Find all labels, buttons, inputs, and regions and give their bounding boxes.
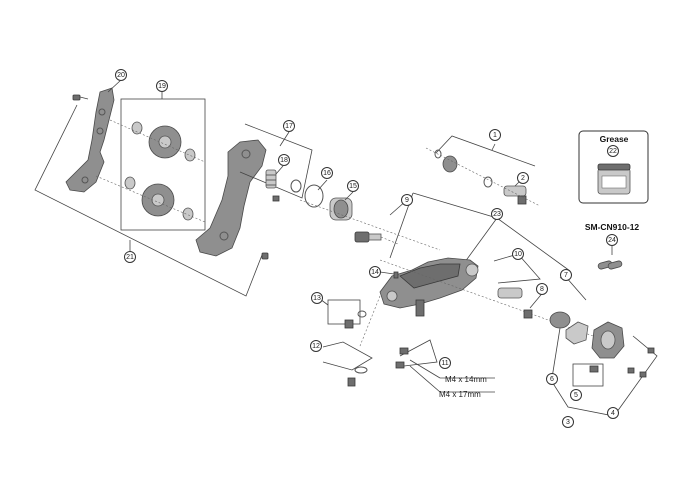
bracket-21	[34, 104, 263, 297]
pulley-box	[120, 98, 206, 231]
callout-5: 5	[570, 389, 582, 401]
callout-8: 8	[536, 283, 548, 295]
callout-number: 8	[540, 286, 544, 293]
grease-box: Grease	[578, 130, 649, 204]
callout-18: 18	[278, 154, 290, 166]
callout-22: 22	[607, 145, 619, 157]
axle-parts	[425, 147, 541, 207]
callout-2: 2	[517, 172, 529, 184]
cage-washer	[290, 179, 302, 193]
callout-number: 9	[405, 197, 409, 204]
callout-20: 20	[115, 69, 127, 81]
clutch-unit	[523, 309, 589, 345]
bolt-12	[322, 341, 373, 387]
cage-bolt-top	[72, 94, 89, 101]
bracket-1	[435, 135, 536, 167]
outer-cage-plate	[65, 87, 115, 193]
callout-19: 19	[156, 80, 168, 92]
callout-9: 9	[401, 194, 413, 206]
bracket-5	[572, 363, 604, 387]
callout-23: 23	[491, 208, 503, 220]
bolt-length-17mm: M4 x 17mm	[439, 390, 481, 399]
callout-10: 10	[512, 248, 524, 260]
callout-13: 13	[311, 292, 323, 304]
callout-number: 10	[514, 251, 522, 258]
bracket-10	[493, 253, 541, 284]
callout-number: 6	[550, 376, 554, 383]
limit-screw-14	[393, 271, 399, 279]
callout-21: 21	[124, 251, 136, 263]
callout-number: 11	[441, 360, 448, 367]
callout-number: 17	[285, 123, 293, 130]
callout-17: 17	[283, 120, 295, 132]
bolt-length-14mm: M4 x 14mm	[445, 375, 487, 384]
inner-cage-plate	[195, 139, 267, 257]
callout-number: 7	[564, 272, 568, 279]
callout-3: 3	[562, 416, 574, 428]
callout-11: 11	[439, 357, 451, 369]
lower-pulley	[95, 175, 206, 223]
callout-6: 6	[546, 373, 558, 385]
callout-number: 12	[312, 343, 320, 350]
clutch-bushing-parts	[299, 179, 441, 251]
callout-7: 7	[560, 269, 572, 281]
callout-number: 14	[371, 269, 379, 276]
callout-number: 24	[608, 237, 616, 244]
chain-label: SM-CN910-12	[585, 222, 640, 232]
callout-number: 19	[158, 83, 166, 90]
callout-14: 14	[369, 266, 381, 278]
callout-12: 12	[310, 340, 322, 352]
grease-title: Grease	[600, 134, 629, 144]
bolt-13	[319, 298, 367, 329]
tension-spring	[265, 165, 284, 202]
callout-1: 1	[489, 129, 501, 141]
upper-pulley	[109, 119, 206, 163]
callout-number: 21	[126, 254, 134, 261]
callout-number: 23	[493, 211, 501, 218]
bracket-23	[412, 192, 571, 272]
callout-4: 4	[607, 407, 619, 419]
main-body	[379, 257, 479, 317]
cable-adjuster	[354, 231, 399, 245]
callout-number: 16	[323, 170, 331, 177]
pivot-bolt	[497, 287, 523, 299]
callout-number: 1	[493, 132, 497, 139]
bolts-11	[395, 339, 495, 393]
callout-15: 15	[347, 180, 359, 192]
callout-number: 20	[117, 72, 125, 79]
callout-number: 4	[611, 410, 615, 417]
callout-number: 5	[574, 392, 578, 399]
callout-number: 22	[609, 148, 617, 155]
stabilizer-unit	[589, 321, 655, 378]
callout-number: 3	[566, 419, 570, 426]
callout-24: 24	[606, 234, 618, 246]
cage-group	[34, 79, 269, 297]
callout-16: 16	[321, 167, 333, 179]
callout-number: 13	[313, 295, 321, 302]
callout-number: 2	[521, 175, 525, 182]
callout-number: 18	[280, 157, 288, 164]
quick-link	[597, 246, 623, 270]
callout-number: 15	[349, 183, 357, 190]
